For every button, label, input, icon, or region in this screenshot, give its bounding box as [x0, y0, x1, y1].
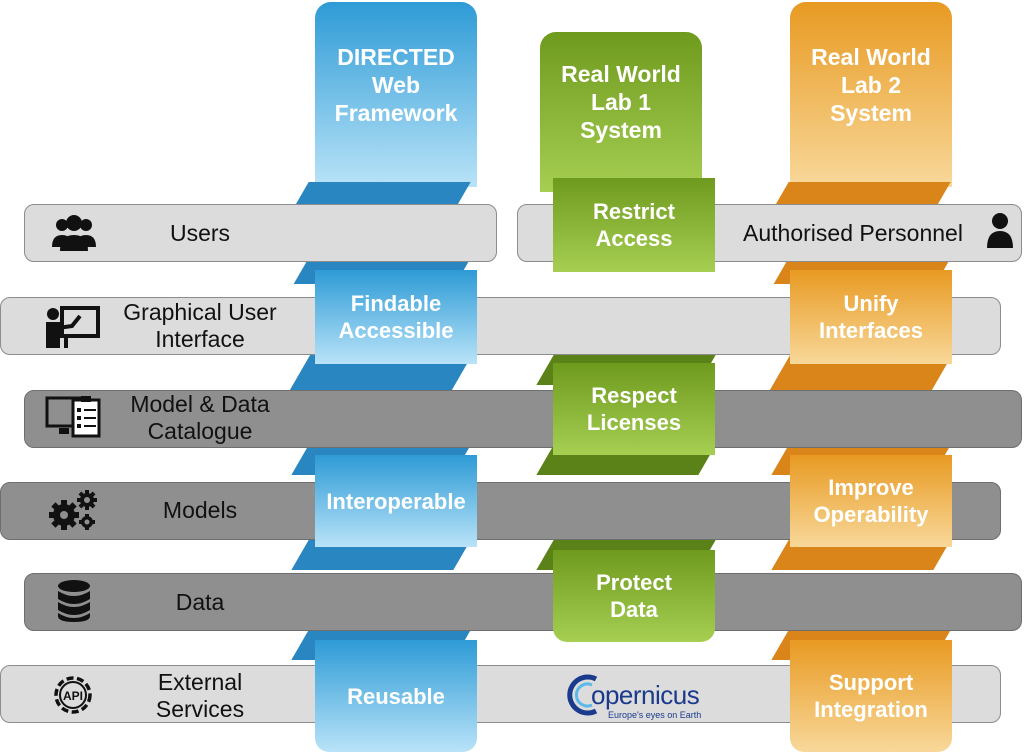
restrict-access-block: Restrict Access: [553, 178, 715, 272]
gears-icon: [49, 490, 97, 530]
models-label: Models: [162, 497, 238, 523]
respect-licenses-block: Respect Licenses: [553, 363, 715, 455]
catalogue-layer: [24, 390, 1022, 448]
authorised-personnel-label: Authorised Personnel: [743, 220, 963, 246]
support-integration-block: Support Integration: [790, 640, 952, 752]
database-icon: [58, 580, 90, 622]
improve-operability-block: Improve Operability: [790, 455, 952, 547]
unify-interfaces-text: Unify Interfaces: [819, 291, 923, 343]
gui-label: Graphical User Interface: [123, 299, 277, 352]
reusable-block: Reusable: [315, 640, 477, 752]
data-label: Data: [175, 589, 225, 615]
findable-accessible-text: Findable Accessible: [338, 291, 454, 343]
rwl2-column-header: Real World Lab 2 System: [790, 2, 952, 187]
users-layer: [24, 204, 497, 262]
support-integration-text: Support Integration: [814, 670, 928, 722]
external-services-label: External Services: [155, 669, 245, 722]
interoperable-text: Interoperable: [326, 488, 466, 514]
rwl1-column-header: Real World Lab 1 System: [540, 32, 702, 192]
presentation-icon: [46, 306, 100, 348]
api-icon: API: [54, 676, 92, 714]
catalogue-label: Model & Data Catalogue: [130, 391, 270, 444]
respect-licenses-text: Respect Licenses: [586, 383, 682, 435]
directed-column-title: DIRECTED Web Framework: [334, 43, 458, 126]
rwl1-column-title: Real World Lab 1 System: [561, 61, 681, 143]
unify-interfaces-block: Unify Interfaces: [790, 270, 952, 364]
protect-data-block: Protect Data: [553, 550, 715, 642]
protect-data-text: Protect Data: [596, 570, 672, 622]
interoperable-block: Interoperable: [315, 455, 477, 547]
person-icon: [987, 213, 1013, 248]
svg-text:API: API: [63, 689, 83, 703]
copernicus-tagline: Europe's eyes on Earth: [608, 710, 702, 720]
users-label: Users: [169, 220, 231, 246]
rwl2-column-title: Real World Lab 2 System: [811, 43, 931, 126]
reusable-text: Reusable: [347, 683, 445, 709]
data-layer: [24, 573, 1022, 631]
findable-accessible-block: Findable Accessible: [315, 270, 477, 364]
directed-column-header: DIRECTED Web Framework: [315, 2, 477, 187]
restrict-access-text: Restrict Access: [593, 199, 675, 251]
copernicus-logo-icon: [567, 674, 598, 716]
catalogue-icon: [45, 396, 101, 438]
users-icon: [52, 215, 96, 251]
copernicus-logo-text: opernicus: [591, 680, 700, 710]
improve-operability-text: Improve Operability: [813, 475, 929, 527]
